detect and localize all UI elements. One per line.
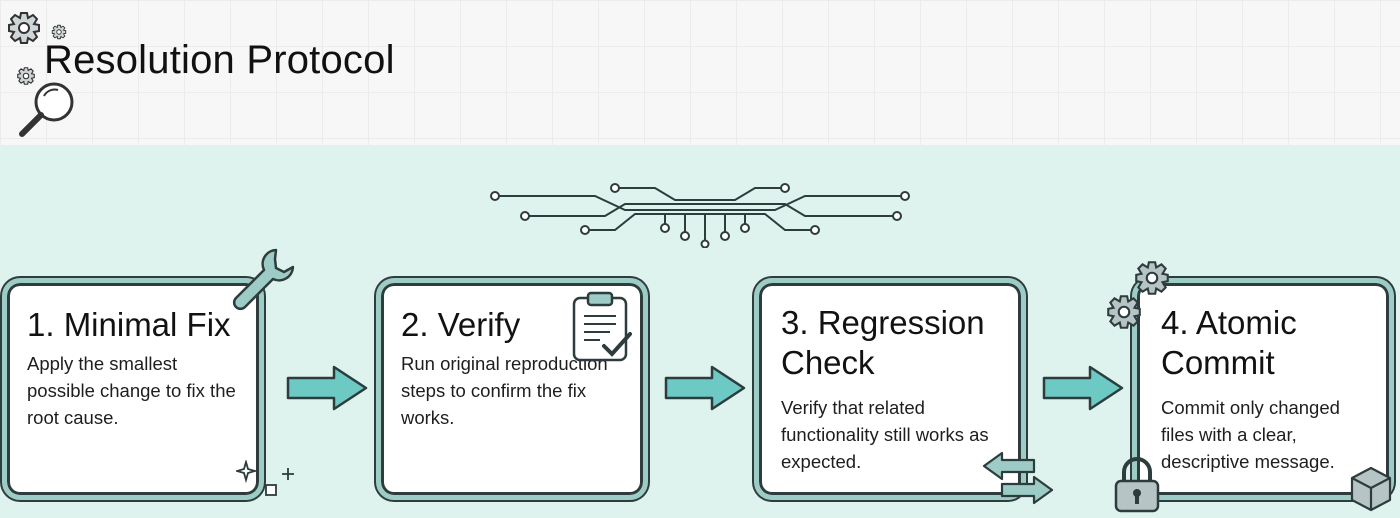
step-card-1: 1. Minimal Fix Apply the smallest possib…	[2, 278, 264, 500]
cube-icon	[1350, 466, 1392, 512]
magnifier-icon	[19, 82, 74, 137]
step-description: Run original reproduction steps to confi…	[401, 353, 608, 428]
step-description: Commit only changed files with a clear, …	[1161, 397, 1340, 472]
header	[0, 0, 1400, 145]
swap-arrows-icon	[982, 451, 1054, 505]
flow-arrow-3	[1042, 365, 1124, 411]
sparkle-icon	[236, 460, 294, 496]
step-description: Verify that related functionality still …	[781, 397, 989, 472]
lock-icon	[1114, 457, 1160, 513]
step-title: 1. Minimal Fix	[27, 306, 231, 343]
step-title: 3. Regression Check	[781, 304, 985, 381]
step-card-4: 4. Atomic Commit Commit only changed fil…	[1132, 278, 1394, 500]
step-title: 4. Atomic Commit	[1161, 304, 1297, 381]
circuit-traces-icon	[490, 183, 910, 248]
gears-icon	[8, 12, 67, 85]
gears-icon	[1107, 261, 1169, 329]
page-title: Resolution Protocol	[44, 38, 395, 82]
wrench-icon	[232, 248, 295, 311]
step-description: Apply the smallest possible change to fi…	[27, 353, 236, 428]
clipboard-check-icon	[572, 291, 632, 362]
flow-arrow-2	[664, 365, 746, 411]
step-card-3: 3. Regression Check Verify that related …	[754, 278, 1026, 500]
flow-arrow-1	[286, 365, 368, 411]
step-title: 2. Verify	[401, 306, 521, 343]
